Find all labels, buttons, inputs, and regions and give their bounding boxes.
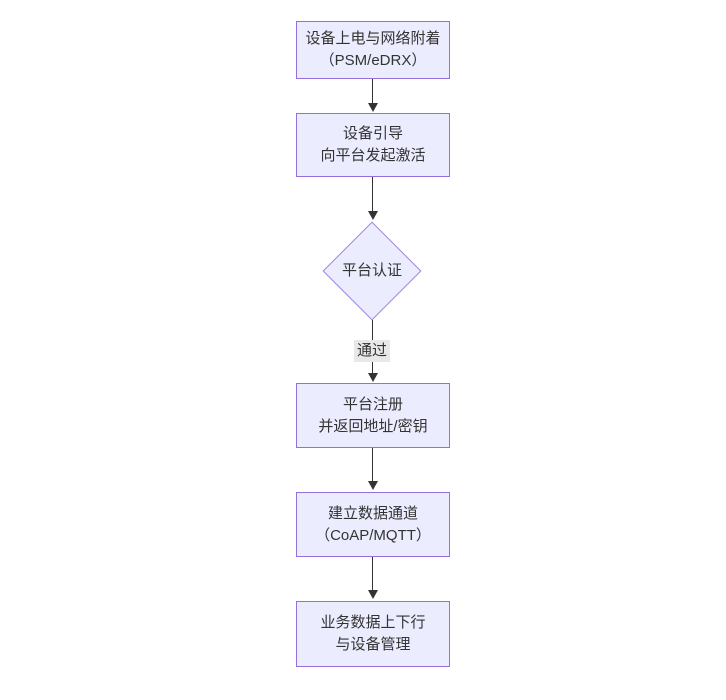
node-label-line: （CoAP/MQTT） — [315, 526, 431, 544]
flow-node-register: 平台注册 并返回地址/密钥 — [296, 383, 450, 448]
arrowhead-down-icon — [368, 590, 378, 599]
arrowhead-down-icon — [368, 481, 378, 490]
edge-line — [372, 79, 373, 103]
edge-label-pass: 通过 — [353, 340, 391, 362]
arrowhead-down-icon — [368, 211, 378, 220]
flow-node-bootstrap: 设备引导 向平台发起激活 — [296, 113, 450, 177]
node-label-line: 与设备管理 — [335, 636, 411, 653]
edge-line — [372, 448, 373, 481]
node-label-line: 建立数据通道 — [327, 504, 418, 522]
flow-node-data-channel: 建立数据通道 （CoAP/MQTT） — [296, 492, 450, 557]
node-label-line: 业务数据上下行 — [320, 614, 426, 631]
node-label-line: 平台认证 — [341, 262, 402, 279]
edge-line — [372, 557, 373, 590]
node-label-line: 并返回地址/密钥 — [318, 417, 428, 435]
node-label-line: （PSM/eDRX） — [319, 52, 427, 69]
node-label-line: 设备引导 — [342, 125, 403, 142]
flow-node-power-attach: 设备上电与网络附着 （PSM/eDRX） — [296, 21, 450, 79]
node-label-line: 平台注册 — [342, 395, 403, 413]
edge-line — [372, 177, 373, 211]
flow-node-business-data: 业务数据上下行 与设备管理 — [296, 601, 450, 667]
arrowhead-down-icon — [368, 373, 378, 382]
node-label-line: 向平台发起激活 — [320, 147, 426, 164]
arrowhead-down-icon — [368, 103, 378, 112]
node-label-line: 设备上电与网络附着 — [305, 30, 441, 47]
